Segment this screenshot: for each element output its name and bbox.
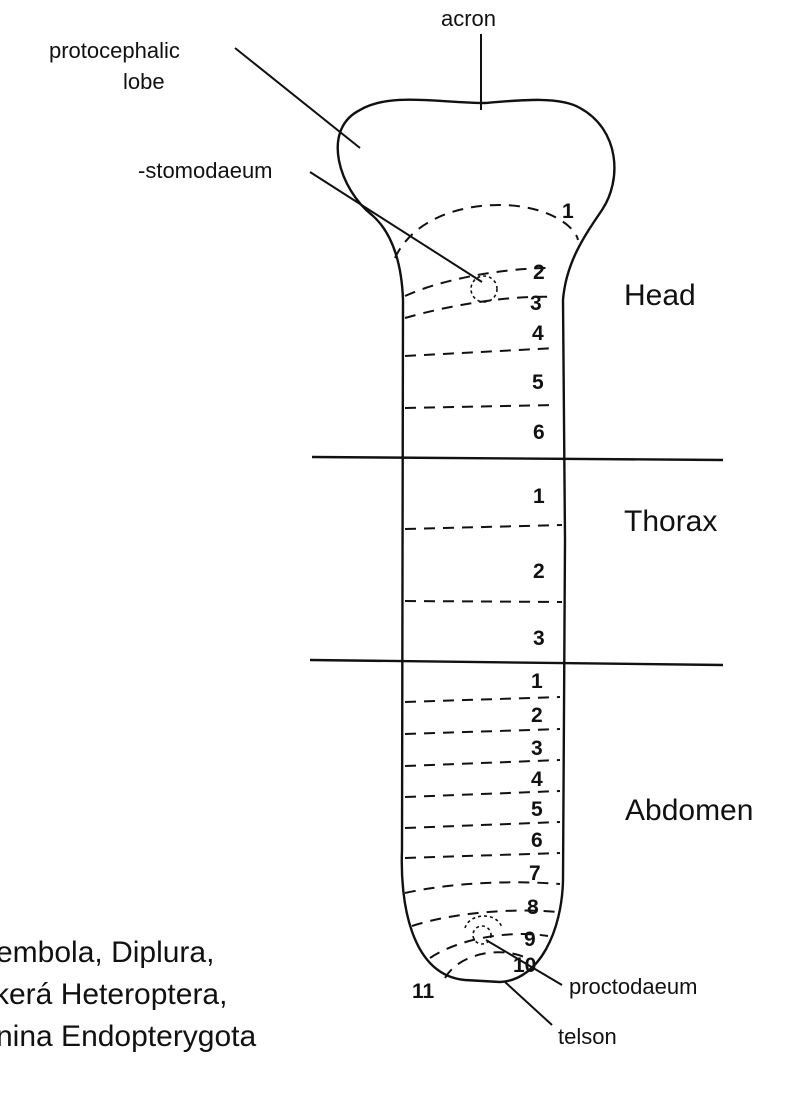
- abdomen-segment-number: 11: [412, 980, 435, 1003]
- head-segment-number: 1: [562, 200, 574, 223]
- protocephalic-label-line1: protocephalic: [49, 38, 180, 63]
- body-outline: [338, 100, 615, 982]
- protocephalic-label-line2: lobe: [123, 69, 165, 94]
- acron-label: acron: [441, 6, 496, 31]
- abdomen-segment-number: 5: [531, 798, 543, 821]
- head-segment-number: 2: [533, 261, 545, 284]
- head-segment-number: 3: [530, 292, 542, 315]
- thorax-region-label: Thorax: [624, 505, 717, 538]
- leader-lines: [235, 34, 562, 1025]
- head-thorax-divider: [312, 457, 723, 460]
- abdomen-segment-number: 4: [531, 768, 543, 791]
- thorax-segment-numbers: 1 2 3: [533, 485, 545, 650]
- abdomen-segment-number: 2: [531, 704, 543, 727]
- thorax-segment-number: 1: [533, 485, 545, 508]
- head-segment-number: 6: [533, 421, 545, 444]
- thorax-segment-number: 2: [533, 560, 545, 583]
- abdomen-segment-number: 7: [529, 862, 541, 885]
- caption-line: embola, Diplura,: [0, 936, 214, 969]
- head-segment-numbers: 1 2 3 4 5 6: [530, 200, 574, 444]
- abdomen-segment-number: 3: [531, 737, 543, 760]
- thorax-abdomen-divider: [310, 660, 723, 665]
- abdomen-segment-number: 10: [513, 954, 536, 977]
- abdomen-segment-number: 6: [531, 829, 543, 852]
- stomodaeum-label: -stomodaeum: [138, 158, 273, 183]
- abdomen-segment-number: 9: [524, 928, 536, 951]
- thorax-segment-number: 3: [533, 627, 545, 650]
- abdomen-segment-number: 1: [531, 670, 543, 693]
- head-region-label: Head: [624, 279, 696, 312]
- head-segment-lines: [395, 205, 578, 408]
- caption-text: embola, Diplura, kerá Heteroptera, nina …: [0, 936, 257, 1053]
- stomodaeum-marker: [471, 276, 497, 302]
- caption-line: kerá Heteroptera,: [0, 978, 227, 1011]
- abdomen-region-label: Abdomen: [625, 794, 753, 827]
- proctodaeum-label: proctodaeum: [569, 974, 697, 999]
- caption-line: nina Endopterygota: [0, 1020, 257, 1053]
- abdomen-segment-numbers: 1 2 3 4 5 6 7 8 9 10 11: [412, 670, 543, 1003]
- head-segment-number: 4: [532, 322, 544, 345]
- telson-label: telson: [558, 1024, 617, 1049]
- abdomen-segment-number: 8: [527, 896, 539, 919]
- head-segment-number: 5: [532, 371, 544, 394]
